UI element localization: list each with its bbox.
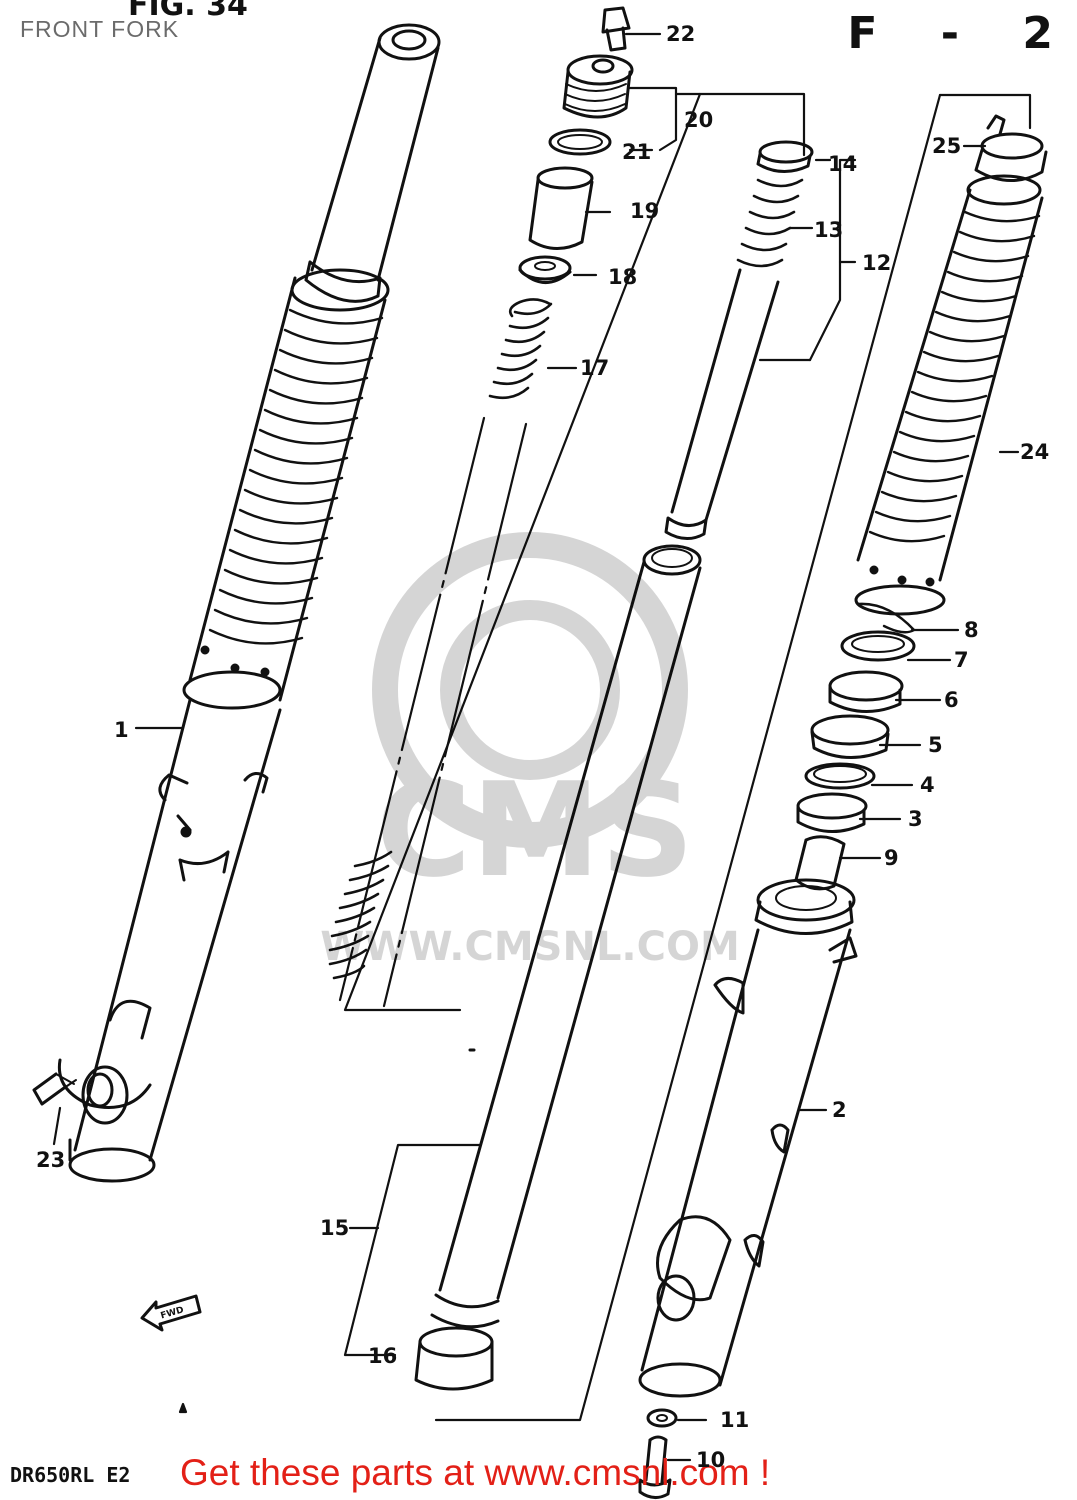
callout-5: 5 (928, 733, 943, 757)
callout-8: 8 (964, 618, 979, 642)
air-valve (601, 6, 631, 52)
callout-15: 15 (320, 1216, 350, 1240)
fork-cap-bolt (562, 54, 634, 119)
callout-4: 4 (920, 773, 935, 797)
callout-19: 19 (630, 199, 660, 223)
fork-seals-stack (794, 602, 916, 891)
callout-2: 2 (832, 1098, 847, 1122)
callout-21: 21 (622, 140, 652, 164)
page-title: FRONT FORK (20, 16, 180, 42)
fork-spring (328, 298, 553, 1008)
callout-12: 12 (862, 251, 892, 275)
callout-1: 1 (114, 718, 129, 742)
callout-3: 3 (908, 807, 923, 831)
leader-lines (52, 32, 1032, 1462)
callout-24: 24 (1020, 440, 1050, 464)
callout-10: 10 (696, 1448, 726, 1472)
damper-bolt (638, 1435, 672, 1499)
callout-18: 18 (608, 265, 638, 289)
callout-6: 6 (944, 688, 959, 712)
model-code: DR650RL E2 (10, 1463, 131, 1487)
callout-17: 17 (580, 356, 610, 380)
callout-25: 25 (932, 134, 962, 158)
spring-seat (518, 255, 572, 284)
dust-boot-right (854, 114, 1048, 616)
callout-9: 9 (884, 846, 899, 870)
figure-number: FIG. 34 (128, 0, 248, 23)
damper-rod (664, 140, 814, 540)
callout-7: 7 (954, 648, 969, 672)
spacer (528, 166, 594, 250)
left-fork-assembly (57, 23, 441, 1183)
washer (646, 1408, 678, 1428)
callout-14: 14 (828, 152, 858, 176)
o-ring (548, 128, 612, 156)
callout-11: 11 (720, 1408, 750, 1432)
watermark-url: WWW.CMSNL.COM (320, 924, 740, 970)
callout-23: 23 (36, 1148, 66, 1172)
parts-link[interactable]: Get these parts at www.cmsnl.com ! (180, 1452, 771, 1493)
cms-watermark: CMS WWW.CMSNL.COM (320, 532, 740, 970)
washer-hole (656, 1414, 668, 1422)
callout-20: 20 (684, 108, 714, 132)
o-ring-inner (557, 134, 603, 150)
callout-13: 13 (814, 218, 844, 242)
callout-16: 16 (368, 1344, 398, 1368)
callout-22: 22 (666, 22, 696, 46)
forward-direction-arrow (140, 1294, 202, 1332)
clamp-bolt (32, 1072, 77, 1106)
inner-fork-tube (414, 544, 702, 1391)
watermark-brand: CMS (376, 754, 694, 906)
section-code: F - 2 (847, 8, 1077, 59)
